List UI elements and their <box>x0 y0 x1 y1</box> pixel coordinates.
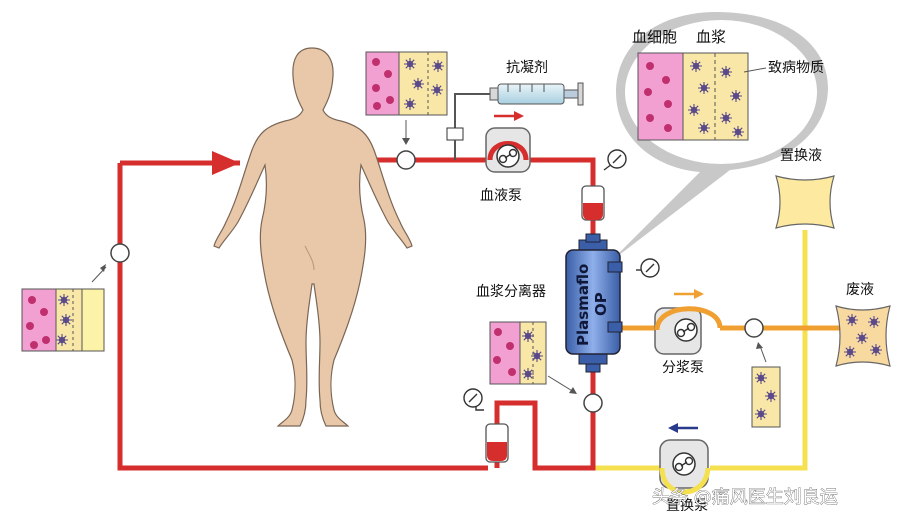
plasma-pump <box>654 306 723 355</box>
separator-model-text: OP <box>592 292 610 316</box>
plasma-pump-direction-arrow <box>674 289 704 299</box>
blood-pump-label: 血液泵 <box>480 188 522 204</box>
blood-pump <box>485 127 531 173</box>
plasma-separator-label: 血浆分离器 <box>476 283 546 300</box>
line-sensor-icon <box>110 150 764 413</box>
plasma-separator-filter <box>565 233 623 373</box>
syringe-icon <box>446 82 584 160</box>
return-pump-label: 置换泵 <box>666 497 708 514</box>
separator-brand-text: Plasmaflo <box>574 264 592 346</box>
callout-bubble <box>610 12 828 262</box>
blood-composition-panel-top <box>365 51 448 145</box>
flow-direction-arrow <box>212 151 240 175</box>
blood-circuit-line <box>117 157 596 471</box>
watermark-text: 头条 @痛风医生刘良运 <box>652 487 838 508</box>
pressure-gauge-icon <box>463 149 660 411</box>
return-pump <box>659 439 711 495</box>
replacement-fluid-line <box>590 230 808 471</box>
blood-composition-panel-left <box>21 264 107 352</box>
pathogen-label: 致病物质 <box>768 60 824 76</box>
replacement-fluid-label: 置换液 <box>780 147 822 164</box>
replacement-fluid-bag <box>775 175 835 229</box>
waste-fluid-bag <box>835 305 891 367</box>
plasma-pump-label: 分浆泵 <box>662 360 704 376</box>
anticoagulant-label: 抗凝剂 <box>506 60 548 76</box>
plasma-label: 血浆 <box>696 28 726 46</box>
blood-composition-panel-lower <box>489 321 577 394</box>
drip-chamber-icon <box>485 185 605 463</box>
plasma-composition-panel <box>751 342 781 428</box>
blood-cells-label: 血细胞 <box>632 28 677 46</box>
waste-fluid-label: 废液 <box>846 282 874 298</box>
blood-pump-direction-arrow <box>494 111 524 121</box>
body-contour <box>304 245 315 271</box>
return-pump-direction-arrow <box>668 423 698 433</box>
patient-body <box>213 47 413 427</box>
